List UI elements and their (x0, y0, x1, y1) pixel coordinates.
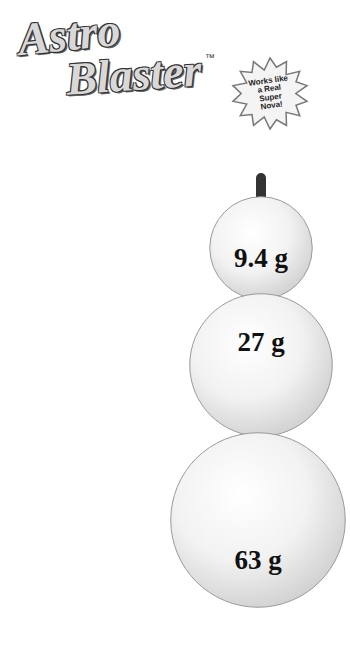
ball-circle (190, 294, 333, 437)
mass-ball: 63 g (170, 432, 346, 608)
mass-ball: 27 g (189, 293, 333, 437)
mass-ball: 9.4 g (209, 196, 313, 300)
ball-shape (189, 293, 333, 437)
starburst-outline (233, 58, 307, 129)
logo-text: Blaster (65, 47, 203, 102)
ball-shape (170, 432, 346, 608)
badge-text: Works like a Real Super Nova! (247, 74, 293, 113)
mass-label: 9.4 g (209, 245, 313, 272)
mass-label: 63 g (170, 547, 346, 574)
ball-circle (171, 433, 346, 608)
trademark: ™ (205, 53, 215, 63)
starburst-badge: Works like a Real Super Nova! (232, 58, 308, 129)
ball-circle (210, 197, 313, 300)
mass-label: 27 g (189, 329, 333, 356)
